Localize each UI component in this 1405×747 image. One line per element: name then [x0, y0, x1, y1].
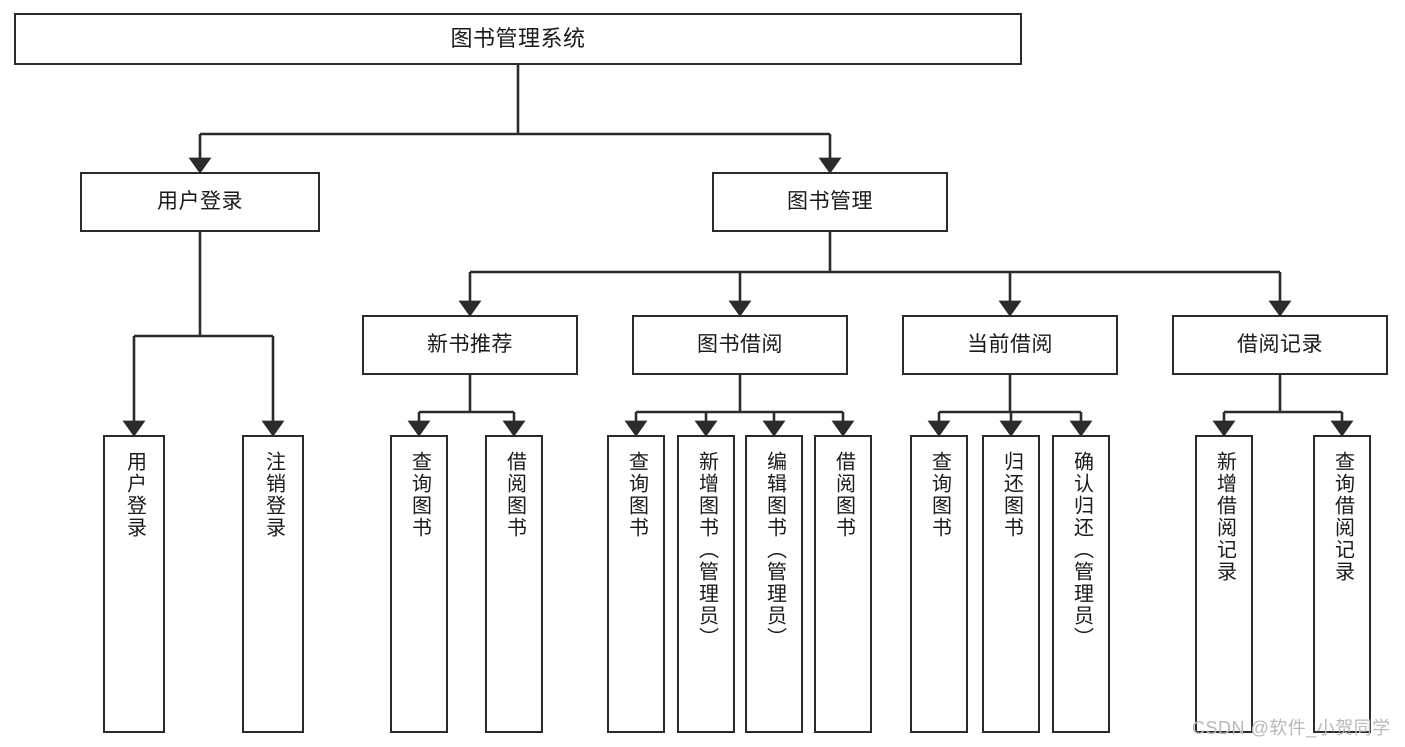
node-leaf-user-logout-label: 注销登录 [262, 451, 285, 539]
node-leaf-add-record[interactable]: 新增借阅记录 [1195, 435, 1253, 733]
node-current-borrow[interactable]: 当前借阅 [902, 315, 1118, 375]
node-leaf-query-book-1-label: 查询图书 [408, 451, 431, 539]
node-root-label: 图书管理系统 [450, 25, 586, 51]
node-new-book-recommend[interactable]: 新书推荐 [362, 315, 578, 375]
csdn-watermark: CSDN @软件_小贺同学 [1192, 718, 1391, 738]
node-leaf-borrow-book-1[interactable]: 借阅图书 [485, 435, 543, 733]
node-leaf-query-book-3-label: 查询图书 [928, 451, 951, 539]
node-borrow-record[interactable]: 借阅记录 [1172, 315, 1388, 375]
node-leaf-edit-book[interactable]: 编辑图书（管理员） [745, 435, 803, 733]
node-leaf-query-book-2[interactable]: 查询图书 [607, 435, 665, 733]
node-leaf-return-book-label: 归还图书 [1000, 451, 1023, 539]
node-leaf-query-record-label: 查询借阅记录 [1331, 451, 1354, 583]
node-leaf-query-book-1[interactable]: 查询图书 [390, 435, 448, 733]
node-book-borrow-label: 图书借阅 [697, 333, 783, 357]
node-leaf-user-login[interactable]: 用户登录 [103, 435, 165, 733]
node-leaf-user-login-label: 用户登录 [123, 451, 146, 539]
node-book-borrow[interactable]: 图书借阅 [632, 315, 848, 375]
node-user-login[interactable]: 用户登录 [80, 172, 320, 232]
node-leaf-return-book[interactable]: 归还图书 [982, 435, 1040, 733]
node-user-login-label: 用户登录 [157, 190, 243, 214]
node-leaf-borrow-book-2-label: 借阅图书 [832, 451, 855, 539]
node-current-borrow-label: 当前借阅 [967, 333, 1053, 357]
node-leaf-add-book[interactable]: 新增图书（管理员） [677, 435, 735, 733]
node-leaf-borrow-book-2[interactable]: 借阅图书 [814, 435, 872, 733]
node-leaf-query-book-3[interactable]: 查询图书 [910, 435, 968, 733]
node-leaf-borrow-book-1-label: 借阅图书 [503, 451, 526, 539]
node-new-book-recommend-label: 新书推荐 [427, 333, 513, 357]
node-leaf-confirm-return[interactable]: 确认归还（管理员） [1052, 435, 1110, 733]
node-leaf-add-book-label: 新增图书（管理员） [695, 451, 718, 649]
node-leaf-add-record-label: 新增借阅记录 [1213, 451, 1236, 583]
node-leaf-edit-book-label: 编辑图书（管理员） [763, 451, 786, 649]
node-leaf-query-record[interactable]: 查询借阅记录 [1313, 435, 1371, 733]
node-leaf-confirm-return-label: 确认归还（管理员） [1070, 451, 1093, 649]
node-borrow-record-label: 借阅记录 [1237, 333, 1323, 357]
node-leaf-query-book-2-label: 查询图书 [625, 451, 648, 539]
node-book-manage[interactable]: 图书管理 [712, 172, 948, 232]
node-leaf-user-logout[interactable]: 注销登录 [242, 435, 304, 733]
node-book-manage-label: 图书管理 [787, 190, 873, 214]
node-root[interactable]: 图书管理系统 [14, 13, 1022, 65]
